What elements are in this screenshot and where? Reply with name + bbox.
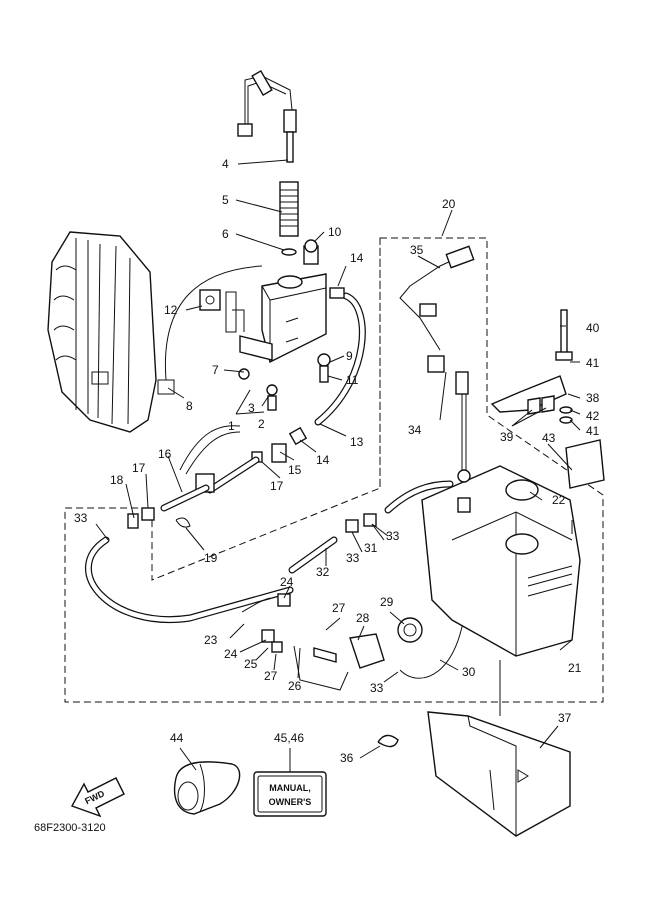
callout-28: 28 [356,611,370,625]
fittings-center [206,287,345,494]
filter-part [279,181,299,256]
callout-3: 3 [248,401,255,415]
callout-27b: 27 [332,601,346,615]
callout-34: 34 [408,423,422,437]
callout-15: 15 [288,463,302,477]
diagram-code: 68F2300-3120 [34,822,106,834]
callout-37: 37 [558,711,572,725]
callout-38: 38 [586,391,600,405]
callout-32: 32 [316,565,330,579]
callout-33c: 33 [346,551,360,565]
callout-25: 25 [244,657,258,671]
bracket-37-part [427,711,571,837]
hose-16-area [127,425,241,529]
sub-tank-part [261,239,331,383]
callout-39: 39 [500,430,514,444]
callout-41b: 41 [586,424,600,438]
callout-4: 4 [222,157,229,171]
callout-20: 20 [442,197,456,211]
callout-42: 42 [586,409,600,423]
bracket-12-part [199,289,245,333]
manual-part: MANUAL, OWNER'S [253,771,327,817]
callout-17a: 17 [132,461,146,475]
callout-45-46: 45,46 [274,731,304,745]
callout-12: 12 [164,303,178,317]
callout-16: 16 [158,447,172,461]
callout-30: 30 [462,665,476,679]
callout-7: 7 [212,363,219,377]
callout-8: 8 [186,399,193,413]
callouts: 4 5 6 10 14 12 7 8 9 11 3 2 1 13 14 15 1… [74,157,600,765]
callout-33b: 33 [386,529,400,543]
callout-43: 43 [542,431,556,445]
callout-31: 31 [364,541,378,555]
callout-33d: 33 [370,681,384,695]
callout-18: 18 [110,473,124,487]
callout-6: 6 [222,227,229,241]
cowling-part [47,231,157,433]
callout-9: 9 [346,349,353,363]
sensor-harness-part [399,245,475,483]
callout-17b: 17 [270,479,284,493]
callout-2: 2 [258,417,265,431]
callout-26: 26 [288,679,302,693]
callout-14b: 14 [316,453,330,467]
callout-29: 29 [380,595,394,609]
clip-36-part [377,734,399,748]
callout-14a: 14 [350,251,364,265]
callout-1: 1 [228,419,235,433]
oil-tank-part [384,465,581,657]
hose-8 [164,265,263,381]
callout-10: 10 [328,225,342,239]
tool-bag-part [173,761,241,815]
callout-24b: 24 [224,647,238,661]
callout-19: 19 [204,551,218,565]
callout-24a: 24 [280,575,294,589]
fwd-arrow-icon: FWD [70,777,125,818]
callout-21: 21 [568,661,582,675]
manual-label-line1: MANUAL, [269,783,311,793]
callout-13: 13 [350,435,364,449]
callout-23: 23 [204,633,218,647]
hose-8-end [157,379,175,395]
callout-27a: 27 [264,669,278,683]
callout-41a: 41 [586,356,600,370]
callout-35: 35 [410,243,424,257]
leader-lines [95,159,581,772]
callout-36: 36 [340,751,354,765]
callout-22: 22 [552,493,566,507]
group-outline-20 [64,237,604,703]
bracket-38-part [490,309,605,489]
oil-level-gauge-part [237,70,297,163]
callout-11: 11 [346,373,359,387]
callout-40: 40 [586,321,600,335]
callout-33a: 33 [74,511,88,525]
callout-5: 5 [222,193,229,207]
callout-44: 44 [170,731,184,745]
manual-label-line2: OWNER'S [269,797,312,807]
